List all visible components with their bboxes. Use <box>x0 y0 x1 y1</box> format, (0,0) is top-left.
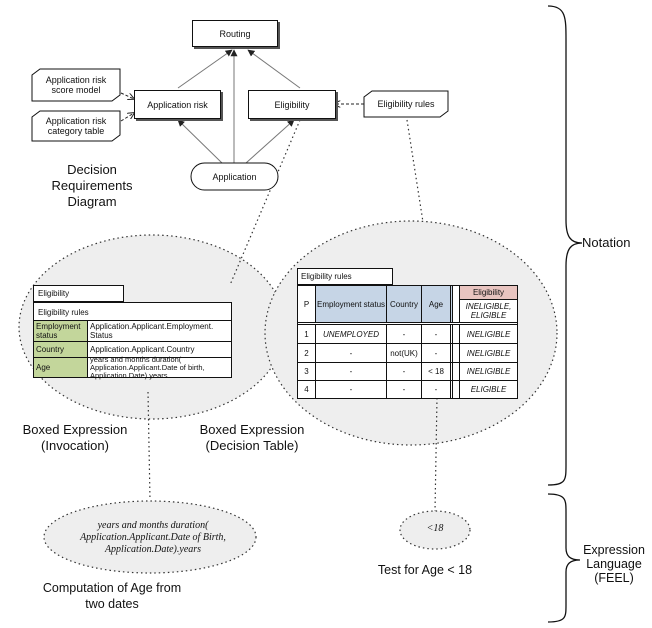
output-values: INELIGIBLE, ELIGIBLE <box>465 302 512 320</box>
invocation-to-age-connector <box>147 391 151 501</box>
output-header-block: Eligibility INELIGIBLE, ELIGIBLE <box>459 286 517 322</box>
binding-param-age: Age <box>34 358 88 377</box>
binding-row-divider <box>34 357 231 358</box>
hit-policy-cell: P <box>298 286 316 322</box>
application-to-risk-arrow <box>177 119 223 164</box>
decision-table-name-tab: Eligibility rules <box>297 268 393 285</box>
routing-label: Routing <box>219 28 251 39</box>
binding-expr-age: years and months duration( Application.A… <box>90 355 205 380</box>
eligibility-rules-shape <box>363 90 449 118</box>
expression-language-bracket <box>547 493 581 623</box>
rule-4-output: ELIGIBLE <box>459 381 517 398</box>
rule-3-country: - <box>387 363 422 380</box>
application-to-eligibility-arrow <box>245 119 295 164</box>
age-feel-caption: Computation of Age from two dates <box>42 581 182 611</box>
expression-language-label: Expression Language (FEEL) <box>583 543 645 585</box>
rule-divider <box>298 343 517 344</box>
rule-divider <box>298 380 517 381</box>
application-risk-label: Application risk <box>147 99 208 110</box>
eligibility-rules-bkm[interactable]: Eligibility rules <box>366 92 446 116</box>
rule-2-age: - <box>422 344 453 362</box>
drd-caption: Decision Requirements Diagram <box>51 162 133 209</box>
risk-category-table-label: Application risk category table <box>45 116 107 136</box>
age-feel-bubble <box>43 500 257 574</box>
output-header-eligibility: Eligibility <box>460 286 517 300</box>
table-to-test-connector <box>434 397 438 512</box>
rule-4-number: 4 <box>298 381 316 398</box>
rule-divider <box>298 362 517 363</box>
rule-2-number: 2 <box>298 344 316 362</box>
binding-param-employment: Employment status <box>34 321 88 341</box>
eligibility-rules-label: Eligibility rules <box>377 99 435 109</box>
rule-4-country: - <box>387 381 422 398</box>
binding-expr-country: Application.Applicant.Country <box>90 345 195 354</box>
rule-2-output: INELIGIBLE <box>459 344 517 362</box>
header-divider <box>298 322 517 325</box>
test-feel-caption: Test for Age < 18 <box>377 563 473 577</box>
risk-score-model-bkm[interactable]: Application risk score model <box>34 71 118 99</box>
rule-1-number: 1 <box>298 325 316 343</box>
rules-to-table-connector <box>406 119 424 223</box>
notation-label: Notation <box>582 235 631 250</box>
invocation-decision-name: Eligibility <box>38 289 70 298</box>
risk-category-table-shape <box>31 110 121 142</box>
application-shape <box>190 162 279 191</box>
rule-1-employment: UNEMPLOYED <box>316 325 387 343</box>
category-table-to-risk-arrow <box>120 113 134 122</box>
invocation-divider <box>34 320 231 321</box>
risk-to-routing-arrow <box>177 49 233 89</box>
test-feel-bubble <box>399 510 471 550</box>
age-feel-expression: years and months duration( Application.A… <box>80 520 226 555</box>
invocation-name-tab: Eligibility <box>33 285 124 302</box>
decision-table: P Employment status Country Age Eligibil… <box>297 285 518 399</box>
rule-2-employment: - <box>316 344 387 362</box>
binding-param-country: Country <box>34 342 88 357</box>
eligibility-to-invocation-connector <box>229 119 301 286</box>
rule-4-employment: - <box>316 381 387 398</box>
rule-3-age: < 18 <box>422 363 453 380</box>
risk-score-model-shape <box>31 68 121 102</box>
application-risk-decision[interactable]: Application risk <box>134 90 221 119</box>
rule-3-output: INELIGIBLE <box>459 363 517 380</box>
risk-category-table-bkm[interactable]: Application risk category table <box>34 112 118 140</box>
test-feel-expression: <18 <box>426 523 444 534</box>
input-header-age: Age <box>422 286 453 322</box>
rule-3-employment: - <box>316 363 387 380</box>
application-input-data[interactable]: Application <box>191 163 278 190</box>
score-model-to-risk-arrow <box>120 92 134 99</box>
eligibility-decision[interactable]: Eligibility <box>248 90 336 119</box>
invocation-box: Eligibility rules Employment status Appl… <box>33 302 232 380</box>
eligibility-to-routing-arrow <box>247 49 301 89</box>
application-label: Application <box>212 171 257 182</box>
input-header-employment: Employment status <box>316 286 387 322</box>
rule-3-number: 3 <box>298 363 316 380</box>
routing-decision[interactable]: Routing <box>192 20 278 47</box>
rule-1-output: INELIGIBLE <box>459 325 517 343</box>
invocation-caption: Boxed Expression (Invocation) <box>22 422 128 453</box>
rule-4-age: - <box>422 381 453 398</box>
decision-table-name: Eligibility rules <box>301 272 352 281</box>
binding-expr-employment: Application.Applicant.Employment. Status <box>90 322 214 340</box>
invocation-bkm-name: Eligibility rules <box>38 308 89 317</box>
risk-score-model-label: Application risk score model <box>45 75 107 95</box>
eligibility-label: Eligibility <box>274 99 310 110</box>
notation-bracket <box>547 5 583 486</box>
rule-1-age: - <box>422 325 453 343</box>
decision-table-caption: Boxed Expression (Decision Table) <box>199 422 305 453</box>
rule-1-country: - <box>387 325 422 343</box>
binding-row-divider <box>34 341 231 342</box>
rule-2-country: not(UK) <box>387 344 422 362</box>
input-header-country: Country <box>387 286 422 322</box>
